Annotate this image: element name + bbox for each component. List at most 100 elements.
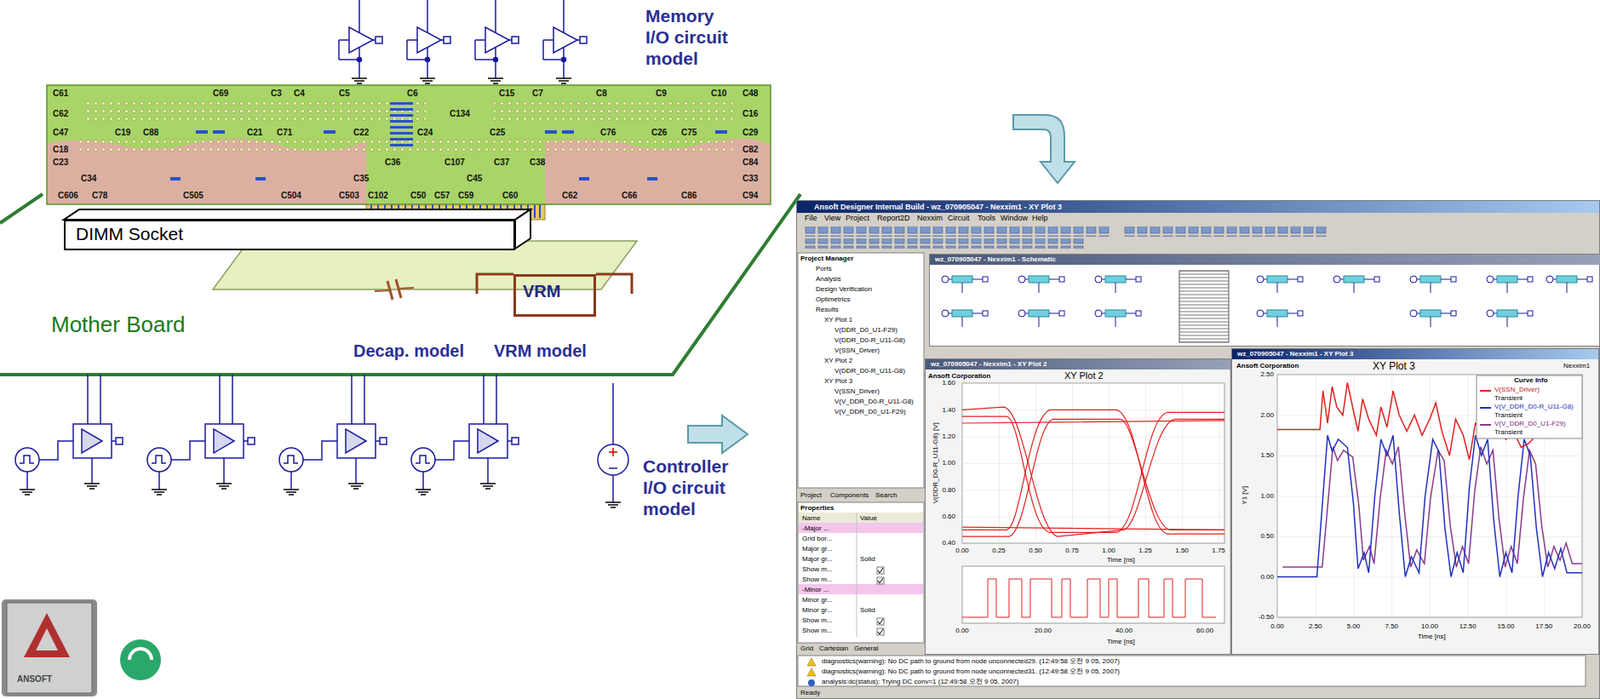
ui-text: Ready xyxy=(800,688,821,698)
component-ref: C102 xyxy=(367,190,389,201)
ui-text: 0.50 xyxy=(1028,546,1043,556)
component-ref: C18 xyxy=(52,144,69,155)
ui-text: analysis:dc(status): Trying DC conv=1 (1… xyxy=(821,677,1019,687)
component-ref: C606 xyxy=(57,190,79,201)
sub-window: wz_070905047 - Nexxim1 - XY Plot 2 xyxy=(924,358,1232,655)
ui-text: V(SSN_Driver) xyxy=(834,346,880,356)
motherboard xyxy=(0,194,801,375)
ui-text: Nexxim1 xyxy=(1563,361,1590,371)
component-ref: C26 xyxy=(651,127,667,138)
ui-text: Show m... xyxy=(802,626,833,636)
ui-text: 0.00 xyxy=(955,626,970,636)
component-ref: C4 xyxy=(293,88,305,99)
component-ref: C88 xyxy=(143,127,159,138)
ui-text: Ports xyxy=(815,264,832,274)
component-ref: C71 xyxy=(276,127,293,138)
ui-text: XY Plot 1 xyxy=(824,315,853,325)
ui-text: 1.40 xyxy=(941,406,956,415)
ui-text: 1.00 xyxy=(1260,492,1274,501)
ui-text: 0.50 xyxy=(1260,532,1274,541)
component-ref: C57 xyxy=(434,190,450,201)
component-ref: C35 xyxy=(353,173,369,184)
ui-text: View xyxy=(824,213,841,224)
ui-text: 1.00 xyxy=(941,458,956,468)
ui-text: 0.60 xyxy=(941,512,956,522)
ui-text: Analysis xyxy=(815,275,842,284)
component-ref: C29 xyxy=(742,127,758,138)
model-label: Controller I/O circuit model xyxy=(642,455,739,521)
ui-text: 10.00 xyxy=(1421,622,1439,631)
model-label: VRM model xyxy=(493,340,587,362)
ui-text: V(DDR_D0_U1-F29) xyxy=(834,326,898,335)
ui-text: Minor gr... xyxy=(802,606,833,615)
ui-text: Search xyxy=(875,491,897,500)
ui-text: 0.75 xyxy=(1065,546,1079,556)
component-ref: C78 xyxy=(91,190,108,201)
ui-text: 0.00 xyxy=(1270,622,1285,631)
board-label: Mother Board xyxy=(51,311,186,339)
legend-entry: V(V_DDR_D0-R_U11-G8) xyxy=(1494,402,1574,412)
window-title: wz_070905047 - Nexxim1 - XY Plot 3 xyxy=(1232,349,1599,360)
ui-text: Show m... xyxy=(802,565,833,574)
component-ref: C10 xyxy=(711,88,727,99)
ui-text: Design Verification xyxy=(815,285,872,294)
ui-text: Help xyxy=(1032,213,1049,224)
component-ref: C9 xyxy=(655,88,667,99)
ui-text: Show m... xyxy=(802,575,833,585)
ui-heading: Project Manager xyxy=(800,254,854,264)
component-ref: C22 xyxy=(353,127,369,138)
ui-text: 1.50 xyxy=(1175,546,1189,556)
ui-text: Transient xyxy=(1494,428,1523,437)
ui-text: V(DDR_D0-R_U11-G8) xyxy=(834,367,906,376)
ui-text: 5.00 xyxy=(1347,622,1361,631)
ui-text: 2.50 xyxy=(1260,370,1274,379)
ui-text: XY Plot 2 xyxy=(1064,370,1104,382)
ui-text: 0.00 xyxy=(955,546,970,556)
ui-text: Show m... xyxy=(802,616,833,626)
legend-entry: V(SSN_Driver) xyxy=(1494,385,1540,395)
ui-text: V(DDR_D0-R_U11-G8) xyxy=(834,336,906,345)
simulator-screenshot xyxy=(796,200,1600,699)
ui-text: Time [ns] xyxy=(1417,632,1446,642)
ui-text: 12.50 xyxy=(1459,622,1477,631)
ui-text: 1.25 xyxy=(1138,546,1153,556)
app-window: Ansoft Designer Internal Build - wz_0709… xyxy=(796,200,1600,699)
component-ref: C7 xyxy=(532,88,544,99)
box-label: DIMM Socket xyxy=(65,221,184,247)
ui-text: V(SSN_Driver) xyxy=(834,387,880,396)
ui-text: Y1 [V] xyxy=(1240,486,1250,505)
ui-text: 2.00 xyxy=(1260,411,1274,420)
ui-text: -Minor ... xyxy=(802,585,830,595)
component-ref: C504 xyxy=(281,190,302,201)
logos xyxy=(1,599,161,697)
component-ref: C6 xyxy=(407,88,419,99)
component-ref: C33 xyxy=(742,173,758,184)
component-ref: C134 xyxy=(449,108,471,120)
memory-io-circuit xyxy=(338,0,587,84)
ui-text: V(V_DDR_D0_U1-F29) xyxy=(834,407,907,417)
ui-text: 0.00 xyxy=(1260,573,1274,582)
ui-text: Components xyxy=(830,491,869,500)
component-ref: C24 xyxy=(417,127,433,138)
ui-text: 0.25 xyxy=(992,546,1006,556)
ui-text: 1.00 xyxy=(1101,546,1116,556)
ui-text: Major gr... xyxy=(802,555,833,564)
ui-text: 7.50 xyxy=(1384,622,1399,631)
ui-text: XY Plot 2 xyxy=(824,356,853,366)
model-label: Decap. model xyxy=(353,340,465,362)
component-ref: C61 xyxy=(52,88,69,99)
ui-heading: Properties xyxy=(800,504,835,513)
component-ref: C25 xyxy=(489,127,505,138)
component-ref: C45 xyxy=(466,173,482,184)
ui-text: 1.20 xyxy=(941,432,956,442)
ui-text: Name xyxy=(802,514,821,523)
component-ref: C59 xyxy=(458,190,474,201)
component-ref: C75 xyxy=(681,127,697,138)
component-ref: C62 xyxy=(562,190,578,201)
socket-box: DIMM Socket xyxy=(63,219,516,251)
component-ref: C37 xyxy=(493,157,510,168)
component-ref: C47 xyxy=(52,127,69,138)
model-label: Memory I/O circuit model xyxy=(645,5,741,70)
voltage-source xyxy=(597,383,629,508)
ui-text: Nexxim xyxy=(917,213,943,224)
